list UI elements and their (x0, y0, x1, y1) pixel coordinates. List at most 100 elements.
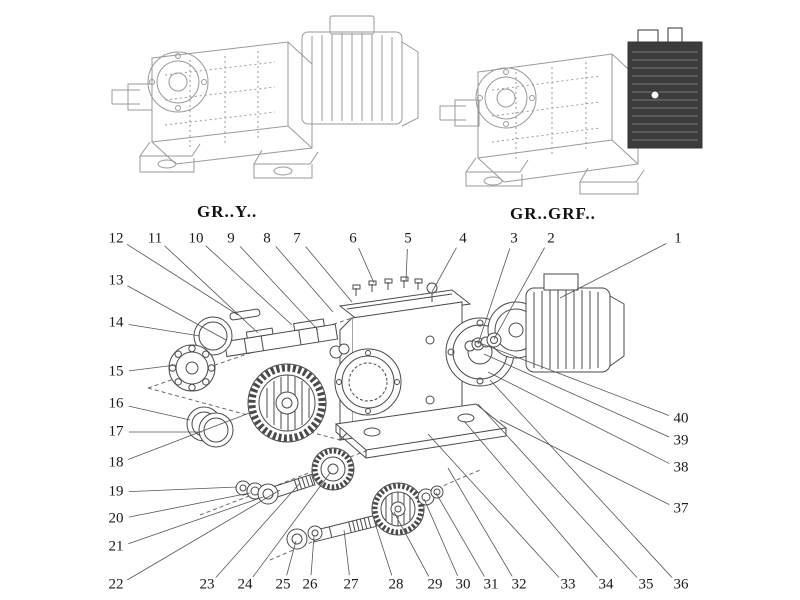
leader-line-7 (305, 246, 353, 303)
leader-line-15 (128, 364, 177, 372)
leader-line-32 (447, 467, 513, 577)
leader-line-27 (343, 529, 350, 576)
bottom-gear (371, 482, 425, 536)
callout-29: 29 (425, 576, 445, 593)
leader-line-22 (127, 489, 281, 581)
callout-23: 23 (197, 576, 217, 593)
leader-line-28 (373, 519, 393, 576)
mounting-base (334, 403, 508, 459)
bottom-pinion-shaft (311, 515, 378, 543)
bottom-gear-rings (417, 485, 444, 506)
leader-line-4 (431, 247, 457, 293)
callout-26: 26 (300, 576, 320, 593)
gearmotor-gr-y-illustration (111, 15, 419, 179)
leader-line-25 (286, 540, 297, 576)
leader-line-5 (405, 248, 408, 282)
callout-9: 9 (225, 230, 237, 247)
callout-35: 35 (636, 576, 656, 593)
leader-line-35 (477, 403, 638, 578)
callout-7: 7 (291, 230, 303, 247)
callout-37: 37 (671, 500, 691, 517)
callout-33: 33 (558, 576, 578, 593)
callout-21: 21 (106, 538, 126, 555)
leader-line-9 (239, 245, 319, 331)
callout-34: 34 (596, 576, 616, 593)
leader-line-6 (358, 247, 375, 284)
callout-27: 27 (341, 576, 361, 593)
leader-line-39 (483, 353, 670, 438)
large-gear (247, 363, 327, 443)
callout-36: 36 (671, 576, 691, 593)
leader-line-19 (128, 486, 238, 492)
callout-25: 25 (273, 576, 293, 593)
shaft-key (229, 308, 261, 321)
callout-13: 13 (106, 272, 126, 289)
intermediate-gear (311, 447, 355, 491)
spacer-rings (186, 406, 234, 448)
leader-line-18 (128, 411, 253, 460)
leader-line-12 (126, 243, 239, 316)
callout-6: 6 (347, 230, 359, 247)
callout-20: 20 (106, 510, 126, 527)
callout-15: 15 (106, 363, 126, 380)
housing-cover-and-bolts (338, 276, 472, 321)
gearmotor-gr-grf-illustration (439, 27, 703, 195)
label-gr-grf: GR..GRF.. (510, 204, 596, 223)
callout-16: 16 (106, 395, 126, 412)
exploded-view (147, 273, 625, 561)
leader-line-26 (310, 535, 315, 576)
ball-bearing (168, 344, 216, 392)
output-shaft (224, 318, 339, 358)
leader-line-34 (463, 420, 598, 578)
callout-32: 32 (509, 576, 529, 593)
callout-2: 2 (545, 230, 557, 247)
callout-12: 12 (106, 230, 126, 247)
callout-1: 1 (672, 230, 684, 247)
oil-seal-ring (193, 316, 233, 356)
leader-line-10 (205, 245, 293, 326)
leader-line-14 (128, 324, 201, 337)
callout-28: 28 (386, 576, 406, 593)
leader-line-11 (164, 245, 259, 334)
bottom-shaft-rings (286, 525, 323, 550)
leader-line-30 (423, 498, 458, 577)
callout-17: 17 (106, 423, 126, 440)
leader-line-8 (275, 246, 334, 313)
leader-line-37 (499, 419, 670, 505)
leader-line-20 (128, 492, 251, 518)
leader-line-13 (127, 285, 227, 341)
callout-11: 11 (145, 230, 165, 247)
shaft-circlips (329, 343, 350, 359)
gearbox-housing (334, 301, 463, 442)
leader-line-1 (559, 243, 667, 299)
callout-40: 40 (671, 410, 691, 427)
callout-3: 3 (508, 230, 520, 247)
callout-5: 5 (402, 230, 414, 247)
callout-39: 39 (671, 432, 691, 449)
small-washers (235, 480, 279, 505)
leader-line-36 (489, 379, 673, 578)
callout-31: 31 (481, 576, 501, 593)
leader-line-21 (128, 496, 264, 545)
leader-line-2 (493, 247, 545, 340)
leader-line-3 (477, 248, 511, 345)
label-gr-y: GR..Y.. (197, 202, 258, 221)
callout-19: 19 (106, 483, 126, 500)
leader-line-40 (471, 339, 669, 416)
leader-line-16 (128, 405, 191, 421)
leader-line-31 (435, 492, 485, 577)
callout-22: 22 (106, 576, 126, 593)
callout-18: 18 (106, 454, 126, 471)
callout-8: 8 (261, 230, 273, 247)
leader-line-23 (215, 482, 301, 578)
callout-10: 10 (186, 230, 206, 247)
leader-lines-layer (126, 243, 673, 581)
callout-14: 14 (106, 314, 126, 331)
exploded-motor (487, 273, 625, 373)
callout-30: 30 (453, 576, 473, 593)
leader-line-38 (487, 371, 670, 464)
dark-motor-block (627, 27, 703, 149)
leader-line-29 (393, 511, 429, 577)
